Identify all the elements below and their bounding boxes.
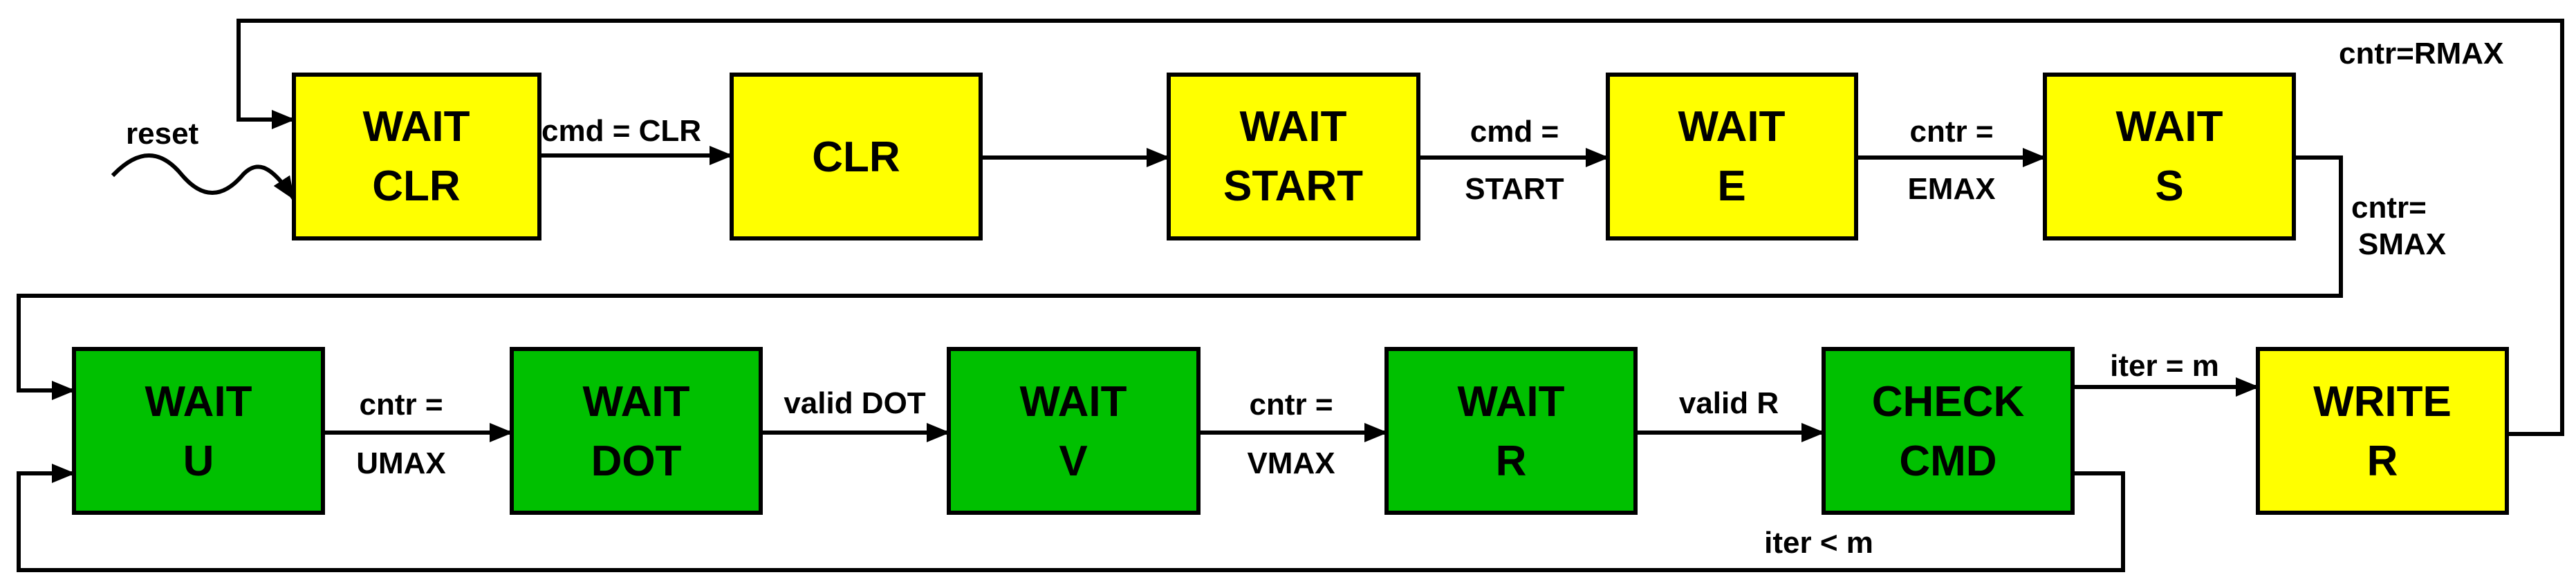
state-label-line2: START [1223,162,1363,210]
state-wait-s: WAIT S [2043,73,2296,240]
state-clr: CLR [730,73,983,240]
label-cmd-start-line1: cmd = [1470,115,1559,149]
state-box [1822,347,2075,515]
label-cmd-start-line2: START [1465,172,1564,206]
arrow-check-cmd-to-wait-u [17,464,2125,572]
state-label-line1: WAIT [363,103,470,151]
label-cntr-umax-line2: UMAX [356,446,446,480]
state-label-line2: DOT [591,437,682,485]
state-box [1606,73,1858,240]
state-label-line1: WAIT [145,378,252,426]
label-iter-eq-m: iter = m [2110,349,2219,383]
state-wait-r: WAIT R [1384,347,1638,515]
label-valid-dot: valid DOT [784,386,925,420]
state-wait-e: WAIT E [1606,73,1858,240]
state-label-line1: WAIT [583,378,690,426]
state-wait-clr: WAIT CLR [292,73,541,240]
state-label-line2: CLR [372,162,460,210]
state-label-line2: R [2367,437,2398,485]
state-box [292,73,541,240]
state-label-line1: WAIT [1240,103,1347,151]
state-box [2256,347,2509,515]
state-label-line1: WAIT [1678,103,1786,151]
state-label-line1: CHECK [1872,378,2025,426]
arrow-wait-s-to-wait-u [17,155,2343,400]
label-cntr-emax-line2: EMAX [1907,172,1995,206]
state-box [2043,73,2296,240]
label-cntr-emax-line1: cntr = [1909,115,1993,149]
reset-arrow [111,153,297,202]
state-write-r: WRITE R [2256,347,2509,515]
state-label-line2: S [2155,162,2183,210]
reset-label: reset [126,117,199,151]
state-check-cmd: CHECK CMD [1822,347,2075,515]
state-box [72,347,325,515]
state-wait-dot: WAIT DOT [510,347,763,515]
state-box [730,73,983,240]
state-box [1167,73,1420,240]
state-label-line1: WAIT [1458,378,1565,426]
state-label-line2: R [1496,437,1527,485]
state-label-line2: V [1059,437,1087,485]
label-cntr-smax-line1: cntr= [2351,191,2427,225]
state-label-line1: WRITE [2313,378,2452,426]
transition-lines [17,19,2564,572]
states: WAIT CLR CLR WAIT START WAIT E WAIT S WA… [72,73,2509,515]
label-cntr-smax-line2: SMAX [2358,227,2446,261]
state-box [510,347,763,515]
label-iter-lt-m: iter < m [1764,526,1873,560]
state-label-line1: CLR [812,133,900,181]
label-cntr-umax-line1: cntr = [359,388,443,422]
label-cntr-rmax: cntr=RMAX [2339,37,2503,70]
state-label-line2: U [183,437,214,485]
state-label-line1: WAIT [1020,378,1127,426]
state-box [947,347,1201,515]
arrow-write-r-to-wait-clr [237,19,2564,436]
label-cntr-vmax-line1: cntr = [1249,388,1333,422]
label-cmd-clr: cmd = CLR [541,114,701,148]
state-label-line1: WAIT [2116,103,2223,151]
label-valid-r: valid R [1679,386,1779,420]
state-wait-start: WAIT START [1167,73,1420,240]
label-cntr-vmax-line2: VMAX [1247,446,1335,480]
state-wait-u: WAIT U [72,347,325,515]
state-box [1384,347,1638,515]
state-label-line2: E [1717,162,1745,210]
transition-labels: reset cmd = CLR cmd = START cntr = EMAX … [126,37,2503,560]
state-label-line2: CMD [1899,437,1996,485]
state-wait-v: WAIT V [947,347,1201,515]
